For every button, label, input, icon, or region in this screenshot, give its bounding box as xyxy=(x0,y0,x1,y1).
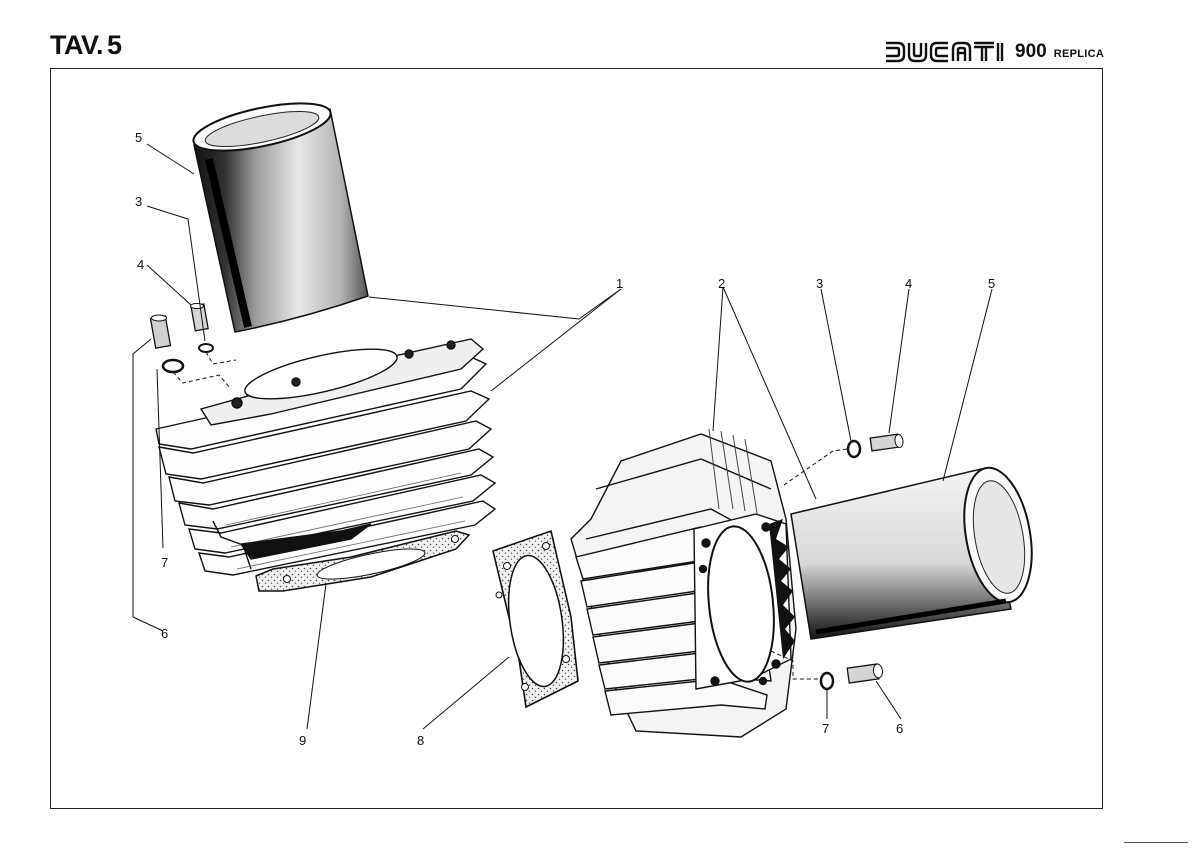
callout-2: 2 xyxy=(718,276,725,291)
callout-3-left: 3 xyxy=(135,194,142,209)
callout-5-left: 5 xyxy=(135,130,142,145)
brand-variant: REPLICA xyxy=(1053,48,1105,60)
plate-number: 5 xyxy=(107,30,122,60)
callout-5-right: 5 xyxy=(988,276,995,291)
page-header: TAV.5 xyxy=(0,0,1200,70)
exploded-view: 5 3 4 7 6 1 9 8 2 3 4 5 7 6 xyxy=(132,102,1033,748)
callout-6-left: 6 xyxy=(161,626,168,641)
leader-lines xyxy=(132,143,993,730)
brand-model: 900 xyxy=(1015,41,1047,62)
callout-4-left: 4 xyxy=(137,257,144,272)
callout-8: 8 xyxy=(417,733,424,748)
callout-7-right: 7 xyxy=(822,721,829,736)
plate-label: TAV. xyxy=(50,30,104,60)
diagram-frame: 5 3 4 7 6 1 9 8 2 3 4 5 7 6 xyxy=(50,68,1103,809)
rear-finned-cylinder xyxy=(570,428,797,738)
callout-9: 9 xyxy=(299,733,306,748)
front-base-gasket xyxy=(255,530,471,592)
plate-title: TAV.5 xyxy=(50,30,122,61)
callout-6-right: 6 xyxy=(896,721,903,736)
callout-labels: 5 3 4 7 6 1 9 8 2 3 4 5 7 6 xyxy=(135,130,995,748)
callout-3-right: 3 xyxy=(816,276,823,291)
callout-1: 1 xyxy=(616,276,623,291)
front-cylinder-liner xyxy=(192,102,369,333)
callout-7-left: 7 xyxy=(161,555,168,570)
front-dowel-pins xyxy=(149,302,209,349)
rear-upper-dowel-pin xyxy=(780,433,904,488)
scan-edge-mark xyxy=(1124,842,1188,843)
rear-cylinder-liner xyxy=(790,466,1033,640)
front-finned-cylinder xyxy=(155,338,497,576)
rear-lower-dowel-pin xyxy=(770,650,884,691)
callout-4-right: 4 xyxy=(905,276,912,291)
brand-mark: 900 REPLICA xyxy=(884,37,1104,63)
rear-head-gasket xyxy=(492,529,579,709)
front-o-rings xyxy=(161,343,237,390)
ducati-logo xyxy=(886,41,1004,63)
